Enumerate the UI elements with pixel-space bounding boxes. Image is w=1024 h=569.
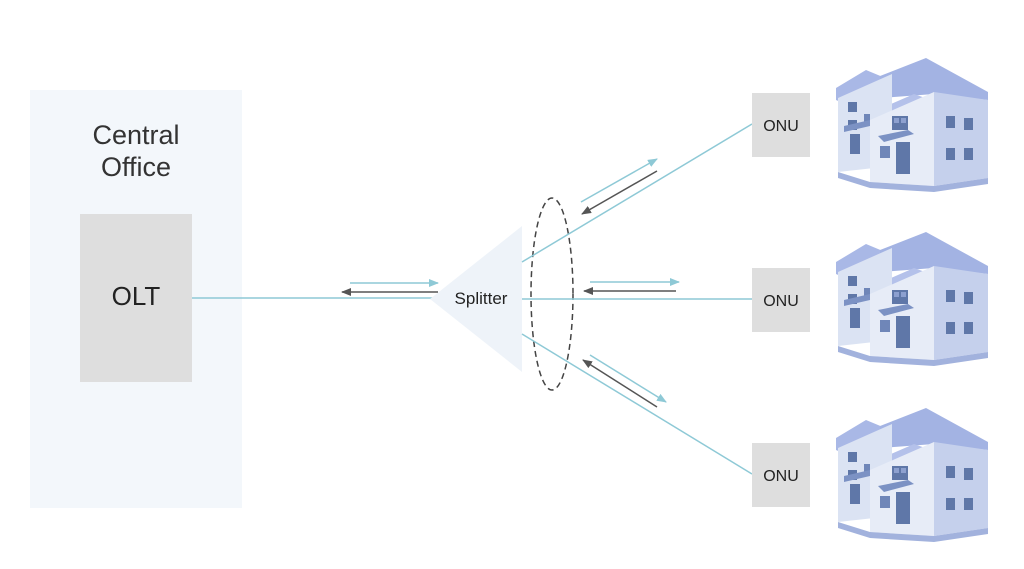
house-icon-1 bbox=[836, 58, 988, 192]
central-office-label-line1: Central bbox=[92, 120, 179, 150]
house-icon-3 bbox=[836, 408, 988, 542]
split-ratio-ellipse bbox=[530, 197, 574, 391]
branch-fiber-top bbox=[521, 123, 753, 263]
olt-label: OLT bbox=[112, 281, 161, 311]
top-arrow-downstream bbox=[580, 158, 658, 203]
onu-box-3 bbox=[752, 443, 810, 507]
central-office-label-line2: Office bbox=[101, 152, 171, 182]
bottom-arrow-downstream bbox=[589, 354, 667, 403]
onu-label-3: ONU bbox=[763, 468, 799, 485]
bottom-arrow-upstream bbox=[582, 359, 658, 408]
onu-label-1: ONU bbox=[763, 118, 799, 135]
onu-label-2: ONU bbox=[763, 293, 799, 310]
olt-box bbox=[80, 214, 192, 382]
house-icon-2 bbox=[836, 232, 988, 366]
top-arrow-upstream bbox=[581, 170, 658, 215]
splitter-shape bbox=[430, 226, 522, 372]
onu-box-1 bbox=[752, 93, 810, 157]
onu-box-2 bbox=[752, 268, 810, 332]
splitter-label: Splitter bbox=[455, 289, 508, 308]
branch-fiber-bottom bbox=[521, 333, 753, 475]
